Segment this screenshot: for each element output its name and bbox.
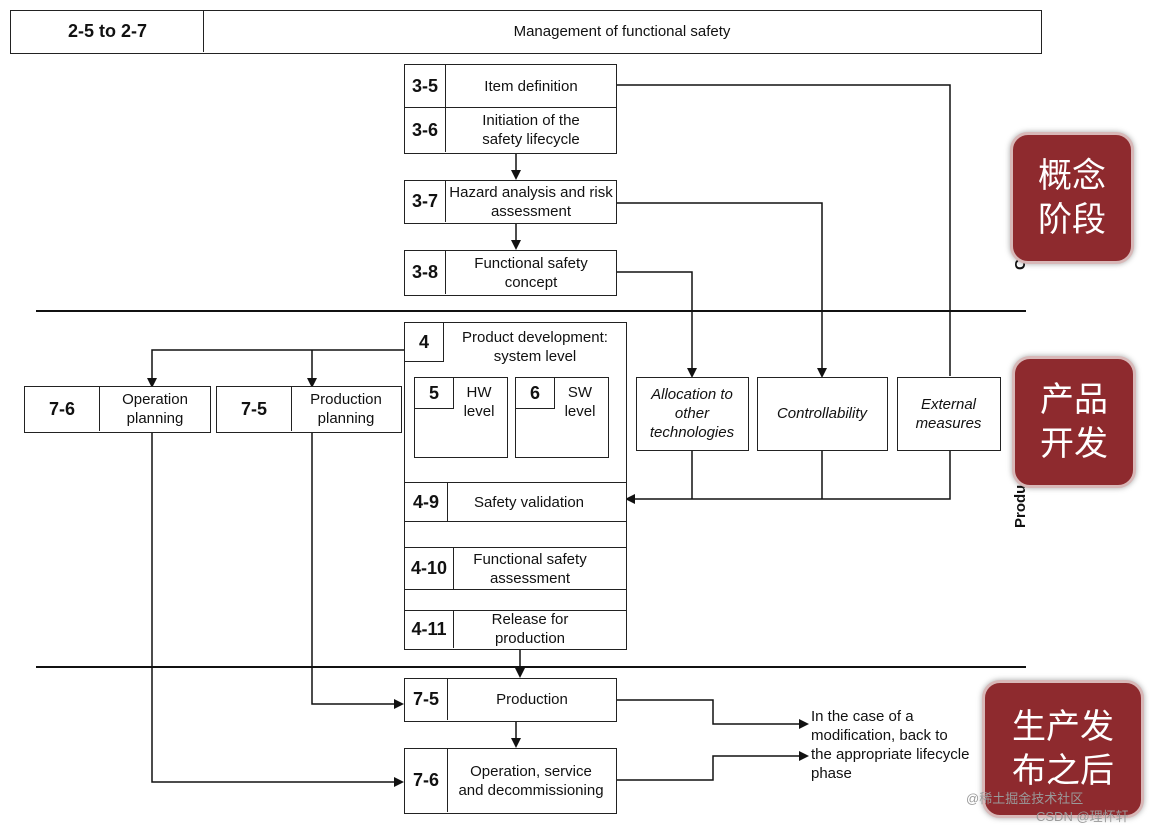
allocation-label: Allocation to other technologies bbox=[649, 386, 735, 441]
functional-safety-concept-box: 3-8 Functional safety concept bbox=[404, 250, 617, 296]
sw-level-box: 6 SW level bbox=[515, 377, 609, 458]
operation-box: 7-6 Operation, service and decommissioni… bbox=[404, 748, 617, 814]
operation-planning-box: 7-6 Operation planning bbox=[24, 386, 211, 433]
operation-num: 7-6 bbox=[412, 770, 439, 790]
modification-note: In the case of a modification, back to t… bbox=[811, 708, 970, 782]
release-label: Release for production bbox=[491, 611, 569, 647]
item-definition-label: Item definition bbox=[484, 77, 578, 95]
external-measures-label: External measures bbox=[915, 395, 982, 432]
arrow-hazard-to-controllability bbox=[617, 202, 827, 378]
fsc-num: 3-8 bbox=[411, 262, 438, 282]
watermark-line1: @稀土掘金技术社区 bbox=[966, 791, 1084, 806]
watermark-line2: CSDN @理怀轩 bbox=[1036, 809, 1129, 824]
item-definition-num: 3-5 bbox=[411, 75, 438, 96]
line-item-to-external bbox=[617, 84, 951, 376]
header-bar: 2-5 to 2-7 Management of functional safe… bbox=[10, 10, 1042, 54]
assessment-label: Functional safety assessment bbox=[473, 550, 587, 587]
controllability-box: Controllability bbox=[757, 377, 888, 451]
product-dev-label: Product development: system level bbox=[462, 329, 608, 365]
hw-level-box: 5 HW level bbox=[414, 377, 508, 458]
sw-num: 6 bbox=[529, 382, 540, 403]
arrow-operation-planning-to-operation bbox=[151, 433, 404, 787]
arrow-operation-to-note bbox=[617, 751, 809, 781]
production-planning-box: 7-5 Production planning bbox=[216, 386, 402, 433]
product-development-box: 4 Product development: system level 5 HW… bbox=[404, 322, 627, 650]
production-num: 7-5 bbox=[412, 689, 439, 709]
arrow-dev-to-operation-planning bbox=[147, 349, 404, 388]
header-title: Management of functional safety bbox=[513, 23, 731, 40]
operation-planning-label: Operation planning bbox=[122, 391, 188, 427]
product-development-badge: 产品 开发 bbox=[1012, 356, 1136, 488]
sw-label: SW level bbox=[564, 384, 596, 420]
external-measures-box: External measures bbox=[897, 377, 1001, 451]
operation-planning-num: 7-6 bbox=[48, 398, 75, 419]
arrow-external-to-validation bbox=[625, 451, 951, 504]
hazard-analysis-box: 3-7 Hazard analysis and risk assessment bbox=[404, 180, 617, 224]
production-label: Production bbox=[496, 691, 568, 708]
hazard-label: Hazard analysis and risk assessment bbox=[449, 183, 613, 220]
fsc-label: Functional safety concept bbox=[474, 254, 588, 291]
production-box: 7-5 Production bbox=[404, 678, 617, 722]
arrow-fsc-to-allocation bbox=[617, 271, 697, 378]
arrow-production-planning-to-production bbox=[311, 433, 404, 709]
hw-label: HW level bbox=[463, 384, 495, 420]
initiation-num: 3-6 bbox=[411, 119, 438, 140]
arrow-production-to-note bbox=[617, 699, 809, 729]
operation-label: Operation, service and decommissioning bbox=[458, 762, 604, 799]
assessment-num: 4-10 bbox=[410, 558, 448, 578]
product-dev-num: 4 bbox=[418, 331, 429, 352]
production-planning-num: 7-5 bbox=[240, 398, 267, 419]
validation-label: Safety validation bbox=[473, 493, 585, 511]
sop-separator-line bbox=[36, 666, 1026, 668]
concept-phase-badge: 概念 阶段 bbox=[1010, 132, 1134, 264]
validation-num: 4-9 bbox=[412, 491, 439, 512]
concept-separator-line bbox=[36, 310, 1026, 312]
hw-num: 5 bbox=[428, 382, 439, 403]
release-num: 4-11 bbox=[411, 619, 447, 639]
header-range: 2-5 to 2-7 bbox=[67, 21, 148, 41]
post-production-badge: 生产发 布之后 bbox=[982, 680, 1144, 818]
controllability-label: Controllability bbox=[776, 405, 868, 422]
item-definition-box: 3-5 Item definition 3-6 Initiation of th… bbox=[404, 64, 617, 154]
allocation-box: Allocation to other technologies bbox=[636, 377, 749, 451]
production-planning-label: Production planning bbox=[310, 391, 382, 427]
hazard-num: 3-7 bbox=[411, 191, 438, 211]
initiation-label: Initiation of the safety lifecycle bbox=[482, 112, 580, 148]
